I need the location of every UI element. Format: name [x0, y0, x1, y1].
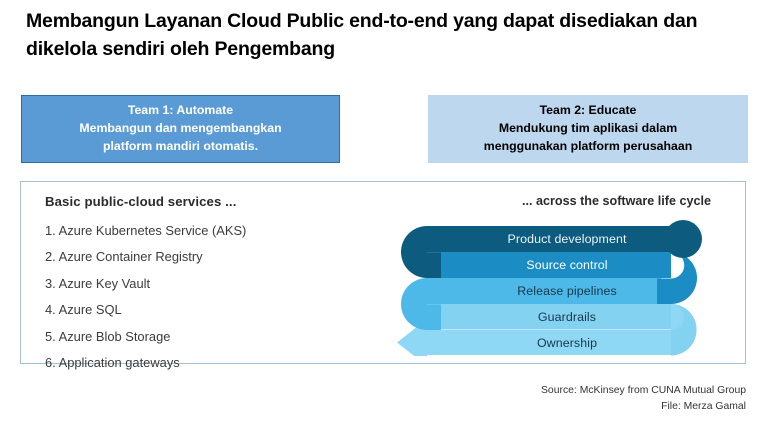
lifecycle-band-source-control	[427, 252, 697, 304]
list-item: 3. Azure Key Vault	[45, 275, 151, 291]
team-2-heading: Team 2: Educate	[539, 103, 637, 118]
page-title-line-1: Membangun Layanan Cloud Public end-to-en…	[26, 10, 659, 32]
lifecycle-column: ... across the software life cycle	[377, 194, 725, 356]
page-title: Membangun Layanan Cloud Public end-to-en…	[26, 8, 746, 63]
lifecycle-band-guardrails	[427, 304, 697, 356]
list-item: 1. Azure Kubernetes Service (AKS)	[45, 223, 247, 238]
content-panel: Basic public-cloud services ... 1. Azure…	[20, 181, 746, 369]
serpentine-arrow-diagram: Product development Source control Relea…	[371, 220, 723, 356]
list-item: 2. Azure Container Registry	[45, 249, 203, 265]
list-item: 6. Application gateways	[45, 355, 180, 371]
lifecycle-label-product-development: Product development	[508, 232, 627, 246]
lifecycle-label-source-control: Source control	[526, 258, 607, 272]
lifecycle-band-product-development	[401, 220, 702, 278]
teams-row: Team 1: Automate Membangun dan mengemban…	[0, 95, 770, 244]
credits-source: Source: McKinsey from CUNA Mutual Group	[541, 385, 746, 396]
services-column: Basic public-cloud services ... 1. Azure…	[45, 194, 375, 383]
lifecycle-label-guardrails: Guardrails	[538, 310, 596, 324]
credits-block: Source: McKinsey from CUNA Mutual Group …	[541, 383, 746, 415]
team-2-line-3: menggunakan platform perusahaan	[483, 138, 693, 153]
page-title-line-2: dan dikelola sendiri oleh Pengembang	[26, 10, 698, 60]
team-1-line-3: platform mandiri otomatis.	[102, 138, 259, 153]
list-item: 4. Azure SQL	[45, 302, 122, 318]
team-2-line-2: Mendukung tim aplikasi dalam	[498, 121, 678, 136]
team-1-heading: Team 1: Automate	[127, 103, 234, 118]
lifecycle-label-release-pipelines: Release pipelines	[517, 284, 617, 298]
team-1-line-2: Membangun dan mengembangkan	[79, 121, 282, 136]
list-item: 5. Azure Blob Storage	[45, 328, 171, 344]
team-1-card[interactable]: Team 1: Automate Membangun dan mengemban…	[21, 95, 340, 163]
lifecycle-band-release-pipelines	[401, 278, 661, 330]
lifecycle-label-ownership: Ownership	[537, 336, 597, 350]
lifecycle-heading: ... across the software life cycle	[522, 194, 711, 208]
team-2-card[interactable]: Team 2: Educate Mendukung tim aplikasi d…	[428, 95, 748, 163]
services-heading: Basic public-cloud services ...	[45, 194, 237, 209]
credits-file: File: Merza Gamal	[661, 400, 746, 412]
